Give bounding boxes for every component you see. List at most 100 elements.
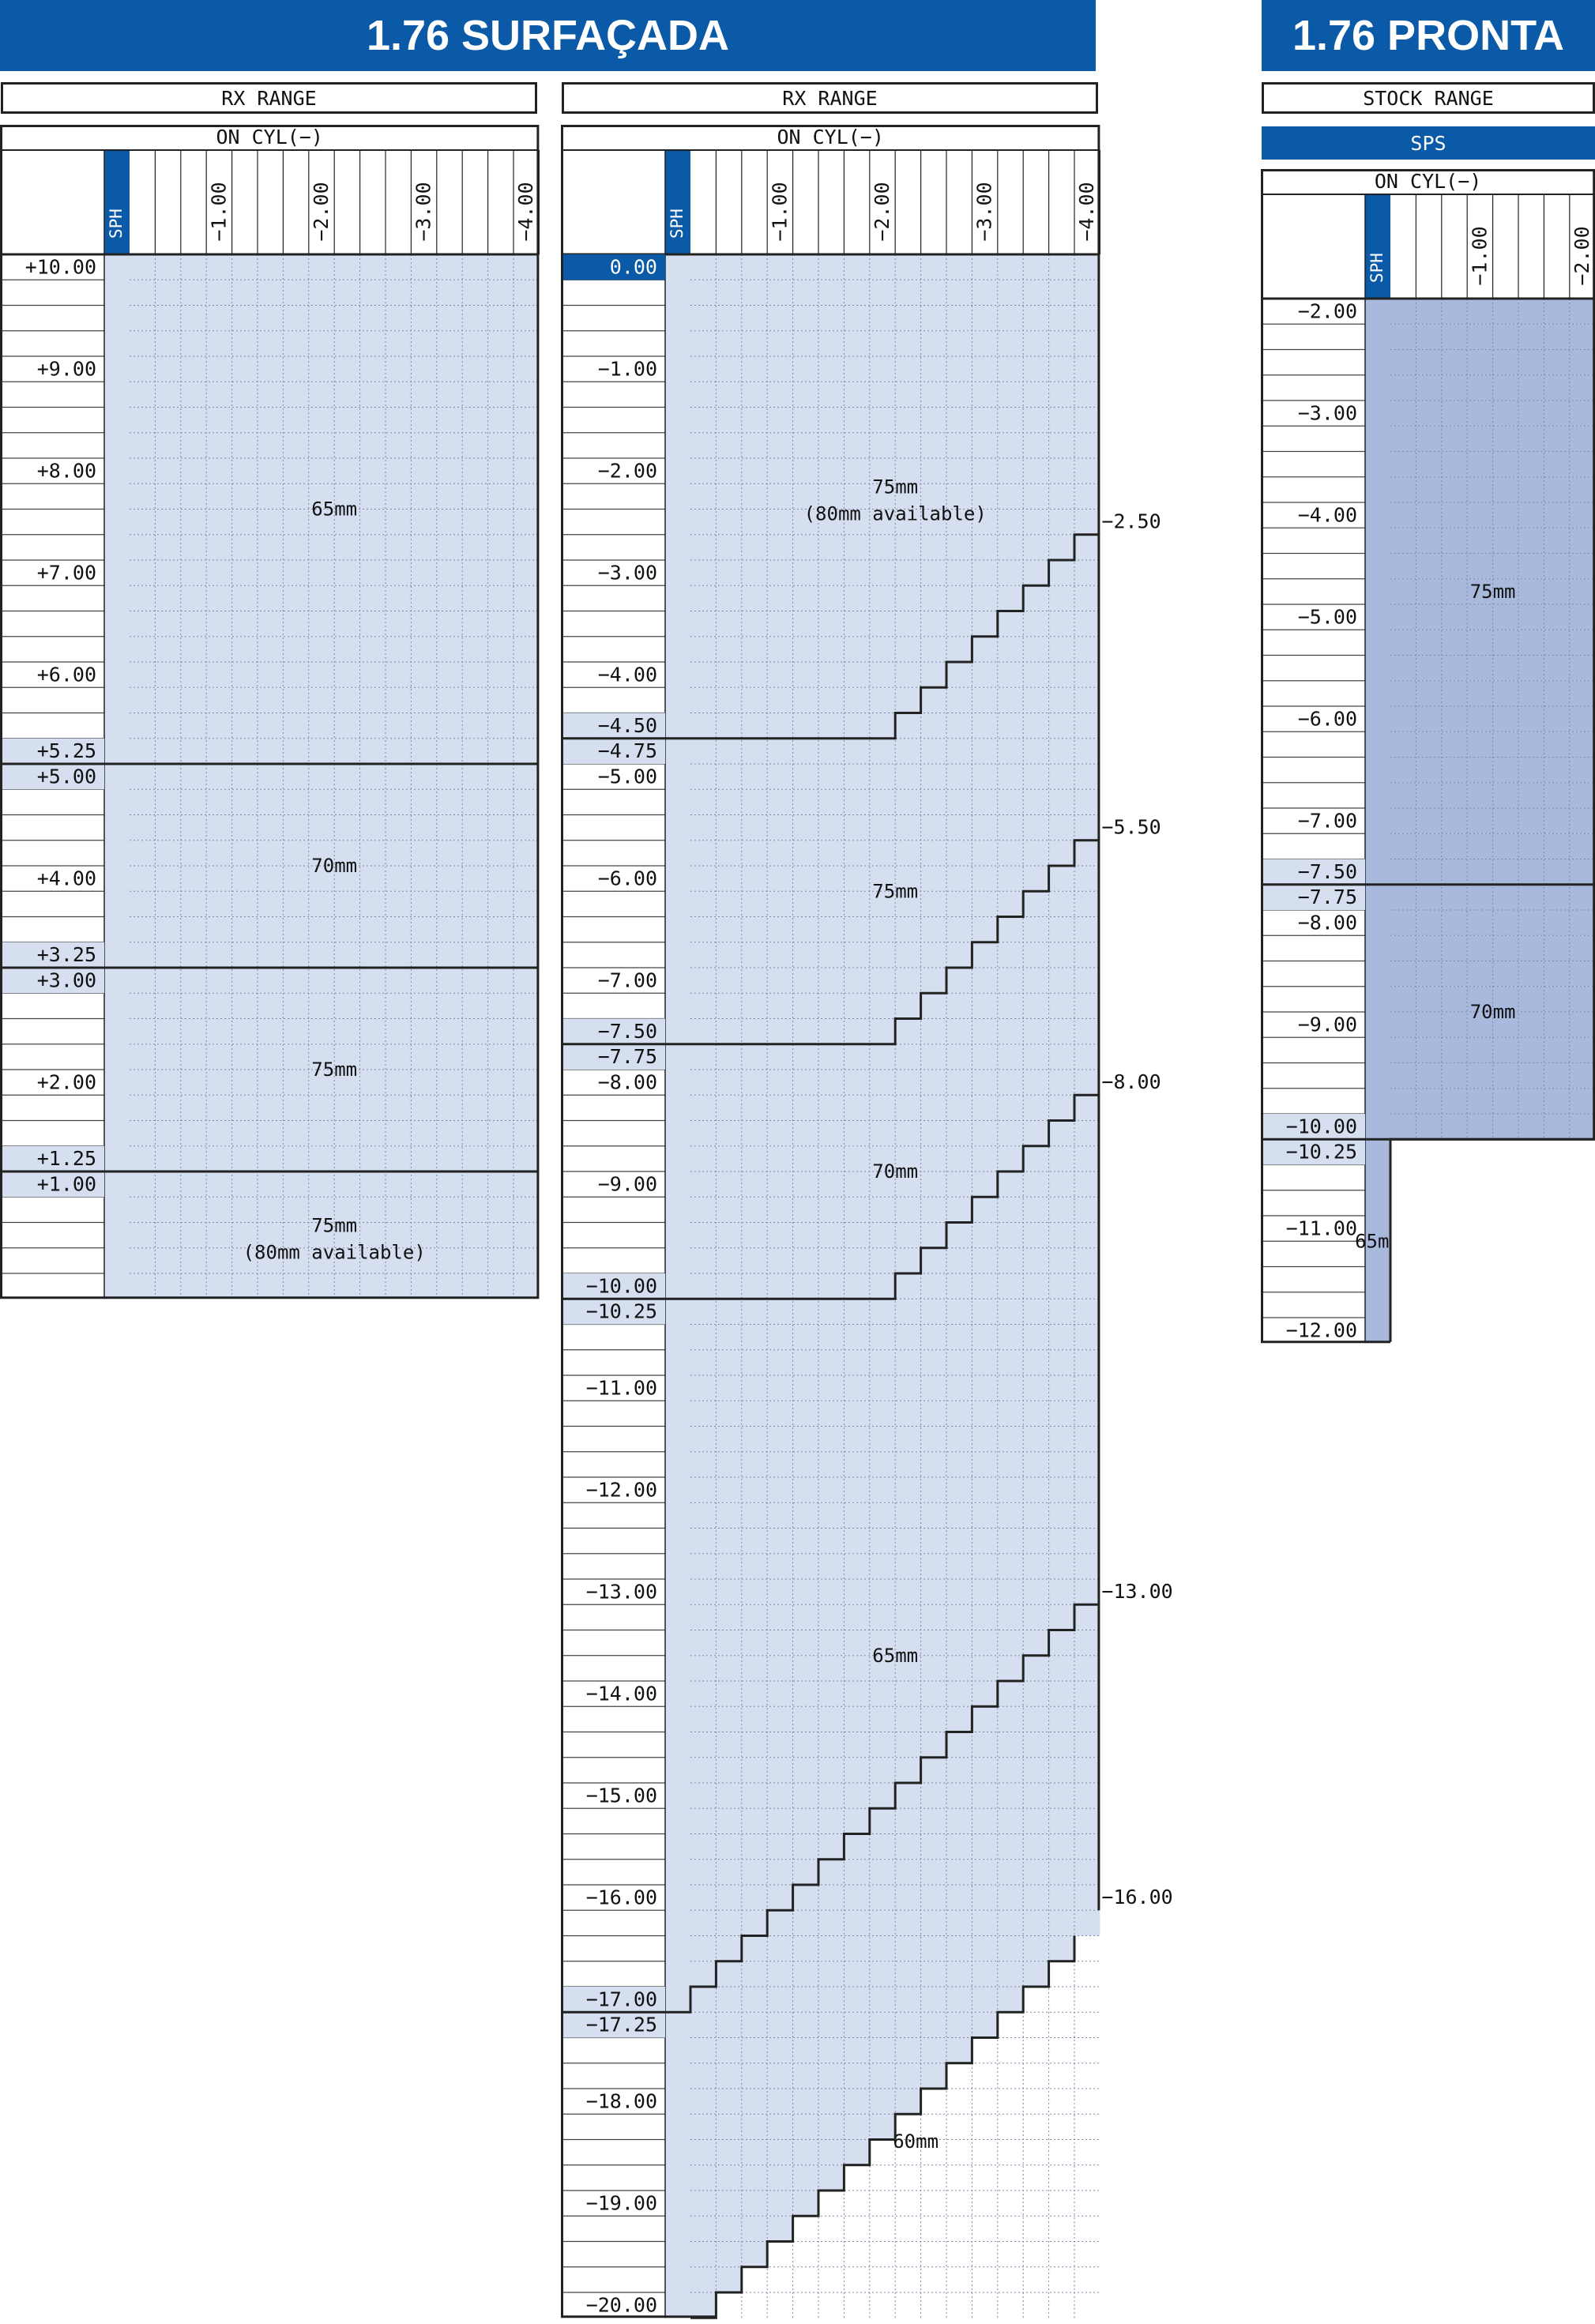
cell-row-fill xyxy=(690,2139,870,2165)
cell-row-fill xyxy=(690,1528,1100,1554)
sph-column-fill xyxy=(104,254,130,1299)
sph-label-highlight xyxy=(562,738,665,764)
sph-tick-label: +5.25 xyxy=(37,739,96,762)
sph-label-highlight xyxy=(562,2012,665,2038)
sph-label-highlight xyxy=(1,764,104,790)
sph-tick-label: −9.00 xyxy=(1298,1013,1357,1036)
sph-label-highlight xyxy=(562,1987,665,2013)
sph-tick-label: −5.00 xyxy=(598,765,657,788)
cell-row-fill xyxy=(690,1579,1100,1605)
sph-header-cell xyxy=(104,150,130,254)
zone-boundary-staircase xyxy=(561,533,1100,740)
cell-row-fill xyxy=(690,330,1100,356)
cell-row-fill xyxy=(690,560,1100,586)
sph-tick-label: −17.00 xyxy=(586,1987,657,2010)
sph-tick-label: −7.00 xyxy=(1298,809,1357,832)
cell-row-fill xyxy=(690,1935,1074,1961)
sph-tick-label: −15.00 xyxy=(586,1784,657,1807)
cell-row-fill xyxy=(130,968,540,994)
sph-column-fill xyxy=(1365,299,1390,1344)
cell-row-fill xyxy=(130,458,540,484)
cell-row-fill xyxy=(690,1757,1100,1783)
cell-row-fill xyxy=(690,1477,1100,1503)
sph-label-highlight xyxy=(1262,1139,1365,1165)
sph-tick-label: −4.00 xyxy=(598,663,657,686)
banner-pronta: 1.76 PRONTA xyxy=(1262,0,1595,71)
sph-tick-label: −12.00 xyxy=(1286,1318,1357,1341)
cell-row-fill xyxy=(690,1247,1100,1273)
sph-header-cell xyxy=(665,150,690,254)
cell-row-fill xyxy=(690,968,1100,994)
cell-row-fill xyxy=(130,280,540,306)
zone-label: 60mm xyxy=(893,2130,939,2153)
sph-label-highlight xyxy=(1,968,104,994)
sph-tick-label: +1.00 xyxy=(37,1172,96,1195)
sph-label-highlight xyxy=(562,1299,665,1325)
cell-row-fill xyxy=(690,2241,768,2267)
cell-row-fill xyxy=(690,789,1100,815)
sph-tick-label: −10.00 xyxy=(1286,1115,1357,1138)
cyl-tick-label: −3.00 xyxy=(973,182,996,241)
rx-range-label-mid: RX RANGE xyxy=(562,82,1098,114)
cell-row-fill xyxy=(1390,604,1595,630)
sph-tick-label: +2.00 xyxy=(37,1070,96,1093)
sph-label-highlight xyxy=(1,1171,104,1198)
cyl-tick-label: −2.00 xyxy=(871,182,893,241)
panel-border xyxy=(561,125,1100,2318)
sph-header-label: SPH xyxy=(107,209,126,239)
sph-label-highlight xyxy=(562,1273,665,1299)
right-sph-marker: −2.50 xyxy=(1101,510,1161,533)
stock-range-label: STOCK RANGE xyxy=(1262,82,1595,114)
cell-row-fill xyxy=(690,1349,1100,1375)
zone-boundary-staircase xyxy=(561,839,1100,1046)
sph-label-highlight xyxy=(562,1018,665,1044)
panel-border xyxy=(1261,169,1595,1344)
banner-surfacada: 1.76 SURFAÇADA xyxy=(0,0,1096,71)
sph-tick-label: +3.00 xyxy=(37,968,96,991)
panel-border xyxy=(0,125,540,1299)
cell-row-fill xyxy=(130,1018,540,1044)
sph-tick-label: −10.25 xyxy=(1286,1141,1357,1164)
sph-tick-label: +8.00 xyxy=(37,459,96,482)
sph-tick-label: −9.00 xyxy=(598,1172,657,1195)
sph-label-highlight xyxy=(1,1145,104,1171)
sph-tick-label: −1.00 xyxy=(598,357,657,380)
sph-tick-label: −12.00 xyxy=(586,1478,657,1501)
cyl-tick-label: −4.00 xyxy=(1075,182,1098,241)
cyl-tick-label: −1.00 xyxy=(768,182,791,241)
cell-row-fill xyxy=(690,840,1100,866)
cyl-tick-label: −2.00 xyxy=(310,182,333,241)
zone-label: 75mm xyxy=(872,880,918,902)
zone-sublabel: (80mm available) xyxy=(804,502,987,525)
cell-row-fill xyxy=(130,1247,540,1273)
zone-label: 65mm xyxy=(311,498,357,521)
sph-tick-label: −4.50 xyxy=(598,714,657,737)
right-sph-marker: −5.50 xyxy=(1101,816,1161,839)
sph-label-highlight xyxy=(1262,884,1365,910)
cyl-tick-label: −4.00 xyxy=(514,182,537,241)
sph-tick-label: −4.75 xyxy=(598,739,657,762)
cell-row-fill xyxy=(130,840,540,866)
sph-header-label: SPH xyxy=(1367,253,1386,283)
cell-row-fill xyxy=(1390,553,1595,579)
sph-label-highlight xyxy=(562,713,665,739)
sph-tick-label: −4.00 xyxy=(1298,503,1357,526)
cell-row-fill xyxy=(130,330,540,356)
zone-label: 75mm xyxy=(311,1215,357,1237)
cell-row-fill xyxy=(1390,502,1595,528)
sph-label-highlight xyxy=(1262,859,1365,885)
cell-row-fill xyxy=(1390,833,1595,859)
cell-row-fill xyxy=(690,1987,1024,2013)
sph-tick-label: −7.75 xyxy=(598,1045,657,1068)
sph-tick-label: −7.50 xyxy=(598,1020,657,1043)
sph-label-highlight xyxy=(562,254,665,280)
cell-row-fill xyxy=(690,280,1100,306)
cyl-axis-header: ON CYL(−) xyxy=(1375,170,1481,193)
right-sph-marker: −8.00 xyxy=(1101,1070,1161,1093)
sph-tick-label: +6.00 xyxy=(37,663,96,686)
sph-label-highlight xyxy=(1262,1114,1365,1140)
cell-row-fill xyxy=(1390,374,1595,400)
cell-row-fill xyxy=(690,2037,972,2063)
